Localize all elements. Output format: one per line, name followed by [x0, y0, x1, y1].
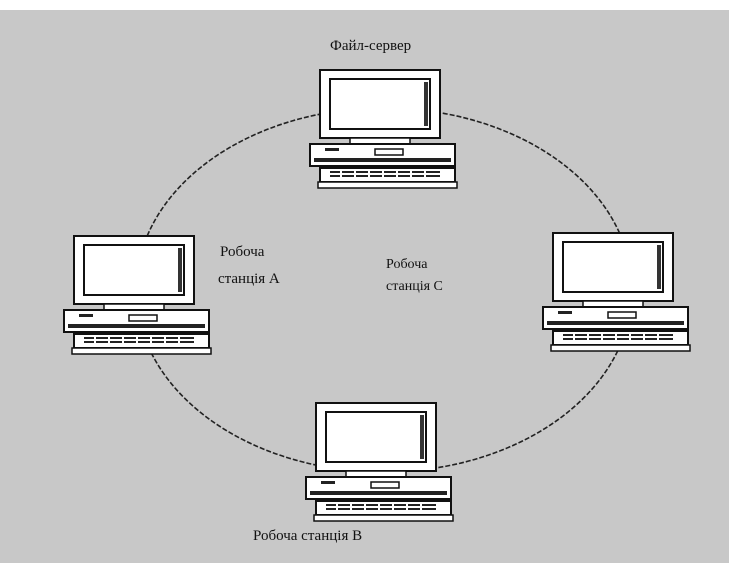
label-station-a-line2: станція А: [218, 271, 280, 287]
frame-notch: [0, 0, 140, 10]
label-station-b: Робоча станція В: [253, 528, 362, 544]
label-station-a-line1: Робоча: [220, 244, 265, 260]
computer-icon: [309, 69, 458, 189]
computer-icon: [542, 232, 691, 352]
computer-icon: [305, 402, 454, 522]
label-station-c-line2: станція С: [386, 279, 443, 294]
label-file-server: Файл-сервер: [330, 38, 411, 54]
computer-icon: [63, 235, 212, 355]
label-station-c-line1: Робоча: [386, 257, 428, 272]
